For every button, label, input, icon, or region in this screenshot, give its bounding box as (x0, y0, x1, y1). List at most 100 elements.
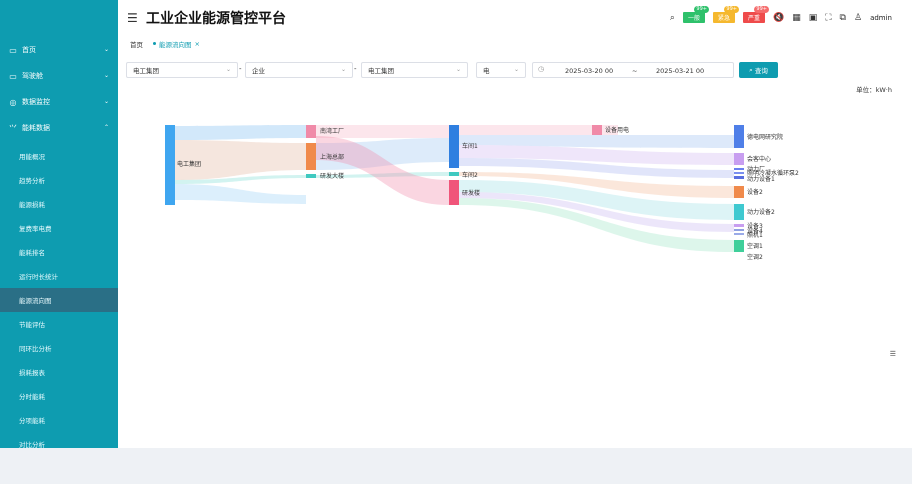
energy-select[interactable]: 电 ⌄ (476, 62, 526, 78)
sankey-node (734, 240, 744, 252)
sankey-node (734, 125, 744, 148)
node-label: 车间2 (462, 171, 478, 179)
sidebar-item-label: 驾驶舱 (22, 72, 43, 80)
separator: - (354, 65, 357, 73)
sidebar-subitem-label: 同环比分析 (19, 345, 52, 353)
sidebar-subitem-label: 节能评估 (19, 321, 45, 329)
sidebar-item-label: 能耗数据 (22, 124, 50, 132)
sidebar-subitem-label: 能源损耗 (19, 201, 45, 209)
close-icon[interactable]: × (194, 39, 200, 48)
sidebar-subitem[interactable]: 能耗排名 (0, 240, 118, 264)
sidebar-logo-area (0, 0, 118, 36)
fullscreen-icon[interactable]: ⛶ (825, 12, 832, 23)
sidebar-item-cockpit[interactable]: ▭ 驾驶舱 ⌄ (0, 63, 118, 89)
node-label: 动力厂 (747, 165, 765, 173)
chart-icon: ⺍ (9, 123, 17, 133)
shirt-icon[interactable]: ♙ (853, 12, 863, 23)
sidebar-item-home[interactable]: ▭ 首页 ⌄ (0, 37, 118, 63)
sankey-node (449, 125, 459, 168)
node-label: 南湾工厂 (320, 127, 344, 135)
end-date[interactable]: 2025-03-21 00 (656, 67, 705, 75)
sidebar-subitem-active[interactable]: 能源流向图 (0, 288, 118, 312)
unit-select[interactable]: 电工集团 ⌄ (361, 62, 468, 78)
translate-icon[interactable]: ⧉ (839, 12, 846, 23)
sankey-node (734, 153, 744, 165)
menu-toggle-icon[interactable]: ☰ (127, 11, 138, 25)
toolbox-icon[interactable]: ☰ (889, 350, 896, 358)
sidebar-subitem[interactable]: 复费率电费 (0, 216, 118, 240)
sidebar-subitem[interactable]: 运行时长统计 (0, 264, 118, 288)
chevron-down-icon: ⌄ (513, 66, 519, 73)
sankey-links (175, 125, 734, 252)
user-name[interactable]: admin (870, 13, 892, 22)
sankey-link (316, 125, 449, 138)
sankey-node (306, 143, 316, 170)
image-icon[interactable]: ▣ (808, 12, 818, 23)
tab-energy-flow[interactable]: 能源流向图 × (153, 39, 200, 49)
mute-icon[interactable]: 🔇 (772, 12, 785, 23)
energy-sankey-chart: 电工集团 南湾工厂 上海总部 研发大楼 车间1 车间2 研发楼 设备用电 德电网… (165, 125, 799, 261)
badge-label: 一般 (687, 15, 700, 22)
node-label: 照机1 (747, 231, 763, 239)
sidebar-subitem[interactable]: 分项能耗 (0, 408, 118, 432)
select-value: 企业 (252, 67, 265, 75)
sidebar-subitem[interactable]: 分时能耗 (0, 384, 118, 408)
sidebar-subitem[interactable]: 同环比分析 (0, 336, 118, 360)
sidebar-subitem-label: 分项能耗 (19, 417, 45, 425)
sidebar-subitem-label: 对比分析 (19, 441, 45, 449)
group-select[interactable]: 电工集团 ⌄ (126, 62, 238, 78)
clock-icon: ◷ (538, 65, 545, 73)
sidebar-item-label: 首页 (22, 46, 36, 54)
select-value: 电工集团 (368, 67, 394, 75)
sidebar-subitem-label: 分时能耗 (19, 393, 45, 401)
sidebar-subitem[interactable]: 对比分析 (0, 432, 118, 456)
sankey-link (316, 136, 449, 205)
node-label: 上海总部 (320, 153, 344, 161)
sidebar-item-energy-data[interactable]: ⺍ 能耗数据 ⌃ (0, 115, 118, 141)
tab-home[interactable]: 首页 (130, 40, 143, 49)
sankey-link (459, 135, 734, 148)
target-icon: ◎ (9, 97, 17, 107)
badge-label: 紧急 (717, 15, 730, 22)
active-dot (153, 42, 156, 45)
page-title: 工业企业能源管控平台 (146, 11, 286, 27)
start-date[interactable]: 2025-03-20 00 (565, 67, 614, 75)
org-type-select[interactable]: 企业 ⌄ (245, 62, 353, 78)
node-label: 设备4 (747, 227, 763, 235)
sidebar-subitem[interactable]: 节能评估 (0, 312, 118, 336)
sidebar-subitem[interactable]: 损耗报表 (0, 360, 118, 384)
sankey-link (459, 192, 734, 232)
sankey-link (316, 172, 449, 178)
grid-icon[interactable]: ▦ (792, 12, 801, 23)
badge-count: 99+ (754, 6, 769, 13)
sidebar-subitem-label: 能源流向图 (19, 297, 52, 305)
node-label: 设备用电 (605, 126, 629, 134)
search-button[interactable]: ⌕ 查询 (739, 62, 778, 78)
chevron-up-icon: ⌃ (103, 124, 109, 131)
date-range-picker[interactable]: ◷ 2025-03-20 00 ~ 2025-03-21 00 (532, 62, 734, 78)
node-label: 照明冷凝水循环泵2 (747, 169, 799, 177)
separator: - (239, 65, 242, 73)
sankey-node (734, 229, 744, 231)
sankey-link (459, 172, 734, 198)
sankey-link (459, 180, 734, 220)
node-label: 空调2 (747, 253, 763, 261)
sankey-link (459, 145, 734, 165)
sidebar-subitem[interactable]: 能源损耗 (0, 192, 118, 216)
sidebar-item-monitoring[interactable]: ◎ 数据监控 ⌄ (0, 89, 118, 115)
select-value: 电 (483, 67, 490, 75)
monitor-icon: ▭ (9, 45, 17, 55)
sidebar-subitem[interactable]: 用能概况 (0, 144, 118, 168)
search-icon[interactable]: ⌕ (669, 12, 675, 23)
sidebar-subitem-label: 运行时长统计 (19, 273, 58, 281)
sankey-link (175, 175, 306, 184)
sankey-node (734, 204, 744, 220)
unit-label: 单位：kW·h (856, 86, 892, 94)
sidebar-subitem[interactable]: 趋势分析 (0, 168, 118, 192)
node-label: 研发楼 (462, 189, 480, 197)
sankey-link (175, 140, 306, 180)
